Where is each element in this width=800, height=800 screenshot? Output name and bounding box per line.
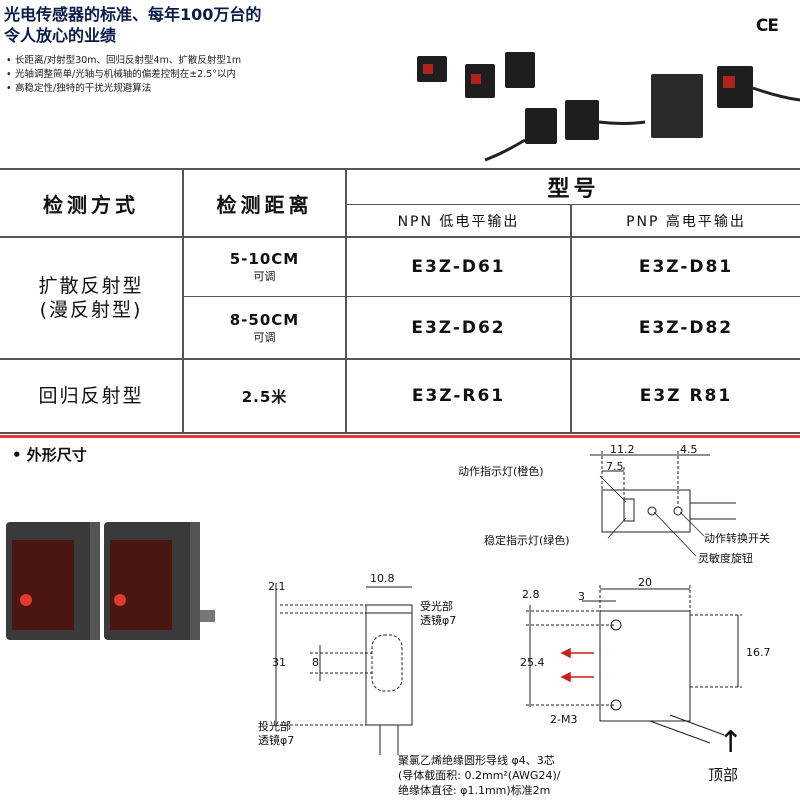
emitter-lens-label: 投光部 [258,720,291,733]
header-pnp: PNP 高电平输出 [626,213,746,230]
dim-4-5: 4.5 [680,443,698,456]
dim-31: 31 [272,656,286,669]
distance-value: 8-50CM [229,311,300,329]
emitter-lens-label: 透镜φ7 [258,734,295,747]
distance-value: 5-10CM [229,250,300,268]
header-detection-distance: 检测距离 [216,192,313,217]
receiver-lens-label: 透镜φ7 [420,614,457,627]
sensitivity-knob-label: 灵敏度旋钮 [698,552,753,565]
model-npn: E3Z-D61 [411,257,506,277]
feature-item: 光轴调整简单/光轴与机械轴的偏差控制在±2.5°以内 [6,68,386,82]
group-diffuse-reflective: 扩散反射型 (漫反射型) [38,275,144,321]
receiver-lens-label: 受光部 [420,600,453,613]
table-row-distance: 2.5米 [184,360,345,432]
model-pnp: E3Z-D81 [638,257,734,277]
dim-7-5: 7.5 [606,460,624,473]
side-view-drawing [275,583,413,755]
section-divider [0,435,800,438]
ce-mark: CE [755,16,779,36]
feature-item: 高稳定性/独特的干扰光规避算法 [6,82,386,96]
cable-spec: 聚氯乙烯绝缘圆形导线 φ4、3芯 [398,754,555,767]
table-row-distance: 8-50CM 可调 [184,298,345,358]
model-table: 检测方式 检测距离 型号 NPN 低电平输出 PNP 高电平输出 扩散反射型 (… [0,168,800,434]
dim-10-8: 10.8 [370,572,395,585]
table-row-distance: 5-10CM 可调 [184,238,345,296]
cable-spec: 绝缘体直径: φ1.1mm)标准2m [398,784,551,797]
dim-25-4: 25.4 [520,656,545,669]
header-model: 型号 [547,177,600,202]
back-to-top-button[interactable]: ↑ 顶部 [690,724,774,794]
dim-2-8: 2.8 [522,588,540,601]
model-pnp: E3Z-D82 [638,318,734,338]
dim-8: 8 [312,656,319,669]
dim-11-2: 11.2 [610,443,635,456]
dim-20: 20 [638,576,652,589]
dimensions-title: • 外形尺寸 [12,446,87,464]
top-view-drawing [590,451,736,533]
model-pnp: E3Z R81 [639,386,733,406]
model-npn: E3Z-R61 [411,386,506,406]
feature-list: 长距离/对射型30m、回归反射型4m、扩散反射型1m 光轴调整简单/光轴与机械轴… [6,54,386,96]
leader-lines [599,475,705,557]
arrow-up-icon: ↑ [718,725,744,760]
mode-switch-label: 动作转换开关 [704,532,770,545]
dim-16-7: 16.7 [746,646,771,659]
dim-2-1: 2.1 [268,580,286,593]
feature-item: 长距离/对射型30m、回归反射型4m、扩散反射型1m [6,54,386,68]
page-title: 光电传感器的标准、每年100万台的 令人放心的业绩 [4,5,262,45]
mount-hole-label: 2-M3 [550,713,578,726]
model-npn: E3Z-D62 [411,318,506,338]
product-photo-group [417,52,800,162]
back-to-top-label: 顶部 [708,766,739,784]
cable-spec: (导体截面积: 0.2mm²(AWG24)/ [398,769,561,782]
distance-value: 2.5米 [241,387,288,406]
product-photo [6,522,215,640]
stable-led-label: 稳定指示灯(绿色) [484,534,570,547]
action-led-label: 动作指示灯(橙色) [458,465,544,478]
dim-3: 3 [578,590,585,603]
distance-note: 可调 [253,331,276,344]
header-npn: NPN 低电平输出 [397,213,520,230]
distance-note: 可调 [253,270,276,283]
front-view-drawing [526,585,742,744]
group-retro-reflective: 回归反射型 [38,385,144,407]
header-detection-method: 检测方式 [43,192,139,217]
